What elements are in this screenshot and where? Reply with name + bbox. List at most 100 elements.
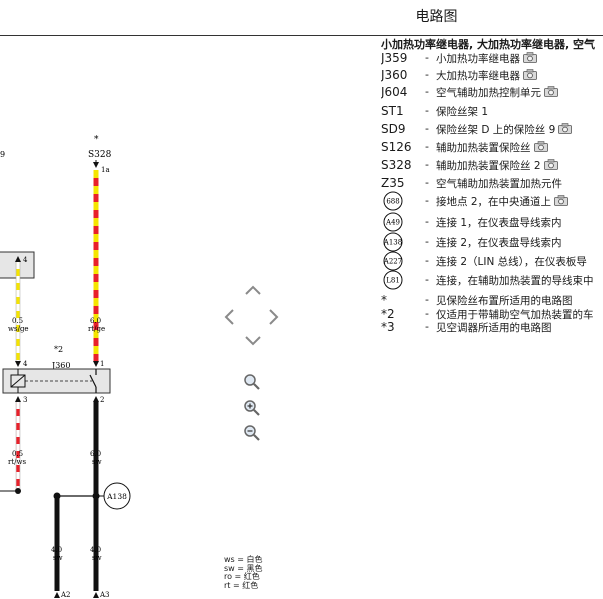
legend-description: 连接，在辅助加热装置的导线束中 xyxy=(436,275,594,287)
legend-description: 连接 2（LIN 总线），在仪表板导 xyxy=(436,256,587,268)
color-code: ws = 白色 xyxy=(224,555,263,564)
wire2-size: 6.0 xyxy=(90,317,101,325)
legend-code: 688 xyxy=(386,198,399,206)
pan-right-button[interactable] xyxy=(267,308,281,326)
fuse-label-s328: S328 xyxy=(88,150,112,160)
wire1-color: ws/ge xyxy=(8,325,29,333)
connector-symbol: 688 xyxy=(383,191,403,211)
camera-icon[interactable] xyxy=(543,159,558,170)
legend-description: 大加热功率继电器 xyxy=(436,70,520,82)
zoom-reset-icon[interactable] xyxy=(244,374,260,390)
legend-dash: - xyxy=(425,320,429,333)
legend-dash: - xyxy=(425,293,429,306)
legend-code: *2 xyxy=(381,307,395,321)
legend-dash: - xyxy=(425,194,429,207)
connector-symbol: A138 xyxy=(383,232,403,252)
camera-icon[interactable] xyxy=(523,52,537,63)
pin-label-4a: 4 xyxy=(23,256,28,264)
legend-code: A49 xyxy=(385,219,400,227)
legend-description: 连接 1，在仪表盘导线索内 xyxy=(436,217,562,229)
legend-dash: - xyxy=(425,273,429,286)
legend-dash: - xyxy=(425,235,429,248)
pan-left-button[interactable] xyxy=(222,308,236,326)
wire-ws-ge xyxy=(15,262,21,362)
legend-description: 小加热功率继电器 xyxy=(436,53,520,65)
zoom-in-icon[interactable] xyxy=(244,400,260,416)
legend-description: 保险丝架 1 xyxy=(436,106,489,118)
legend-description: 保险丝架 D 上的保险丝 9 xyxy=(436,124,556,136)
legend-code: Z35 xyxy=(381,176,405,190)
fuse-star: * xyxy=(94,135,99,145)
wire-rt-ws xyxy=(15,402,21,491)
camera-icon[interactable] xyxy=(544,86,558,97)
page-title: 电路图 xyxy=(415,9,458,25)
pin-label-1: 1 xyxy=(100,360,104,368)
legend-dash: - xyxy=(425,158,429,171)
title-divider xyxy=(0,35,603,36)
wiring-diagram: 9 * S328 1a 6.0 rt/ge 4 0.5 ws/ge *2 J36… xyxy=(0,135,281,599)
wire5-size: 4.0 xyxy=(51,546,62,554)
legend-code: * xyxy=(381,293,387,307)
legend-dash: - xyxy=(425,51,429,64)
connector-symbol: L81 xyxy=(383,270,403,290)
legend-code: SD9 xyxy=(381,122,406,136)
legend-code: J604 xyxy=(381,85,408,99)
color-code: ro = 红色 xyxy=(224,572,260,581)
legend-code: L81 xyxy=(386,277,400,285)
pin-label-2: 2 xyxy=(100,396,104,404)
connector-symbol: A227 xyxy=(383,251,403,271)
relay-star2: *2 xyxy=(54,345,63,354)
legend-code: A138 xyxy=(383,239,402,247)
connector-a2-label: A2 xyxy=(60,591,71,599)
camera-icon[interactable] xyxy=(554,195,568,206)
pin-label-4b: 4 xyxy=(23,360,28,368)
pan-up-button[interactable] xyxy=(244,284,262,296)
legend-description: 仅适用于带辅助空气加热装置的车 xyxy=(436,309,594,321)
legend-dash: - xyxy=(425,68,429,81)
legend-dash: - xyxy=(425,215,429,228)
wire1-size: 0.5 xyxy=(12,317,23,325)
legend-dash: - xyxy=(425,140,429,153)
legend-code: S126 xyxy=(381,140,412,154)
legend-code: *3 xyxy=(381,320,395,334)
camera-icon[interactable] xyxy=(523,69,537,80)
wire3-size: 0.5 xyxy=(12,450,23,458)
legend-description: 接地点 2，在中央通道上 xyxy=(436,196,552,208)
legend-code: A227 xyxy=(383,258,402,266)
connector-a138 xyxy=(103,482,131,510)
camera-icon[interactable] xyxy=(533,141,548,152)
wire4-size: 6.0 xyxy=(90,450,101,458)
camera-icon[interactable] xyxy=(558,123,573,134)
legend-dash: - xyxy=(425,176,429,189)
legend-description: 见保险丝布置所适用的电路图 xyxy=(436,295,573,307)
pin-label-3: 3 xyxy=(23,396,27,404)
legend-code: S328 xyxy=(381,158,412,172)
wire3-color: rt/ws xyxy=(8,458,27,466)
legend-dash: - xyxy=(425,307,429,320)
pin-arrow xyxy=(93,162,99,168)
legend-description: 见空调器所适用的电路图 xyxy=(436,322,552,334)
pin-arrow xyxy=(15,256,21,262)
color-code: rt = 红色 xyxy=(224,580,259,590)
wire6-size: 4.0 xyxy=(90,546,101,554)
connector-a138-label: A138 xyxy=(106,492,127,501)
left-pin-label: 9 xyxy=(0,150,5,159)
legend-description: 空气辅助加热控制单元 xyxy=(436,87,541,99)
legend-dash: - xyxy=(425,254,429,267)
legend-heading: 小加热功率继电器, 大加热功率继电器, 空气 xyxy=(381,38,596,51)
wire4-color: sw xyxy=(92,458,102,466)
legend-dash: - xyxy=(425,122,429,135)
pan-down-button[interactable] xyxy=(244,334,262,346)
wire6-color: sw xyxy=(92,554,102,562)
wire-color-codes: ws = 白色 sw = 黑色 ro = 红色 rt = 红色 xyxy=(224,555,263,590)
zoom-out-icon[interactable] xyxy=(244,425,260,441)
legend-description: 辅助加热装置保险丝 2 xyxy=(436,160,541,172)
wire2-color: rt/ge xyxy=(88,325,105,333)
legend-description: 辅助加热装置保险丝 xyxy=(436,142,531,154)
connector-a3-label: A3 xyxy=(99,591,110,599)
legend-code: ST1 xyxy=(381,104,404,118)
relay-label-j360: J360 xyxy=(51,361,70,370)
legend-description: 空气辅助加热装置加热元件 xyxy=(436,178,562,190)
legend-dash: - xyxy=(425,85,429,98)
